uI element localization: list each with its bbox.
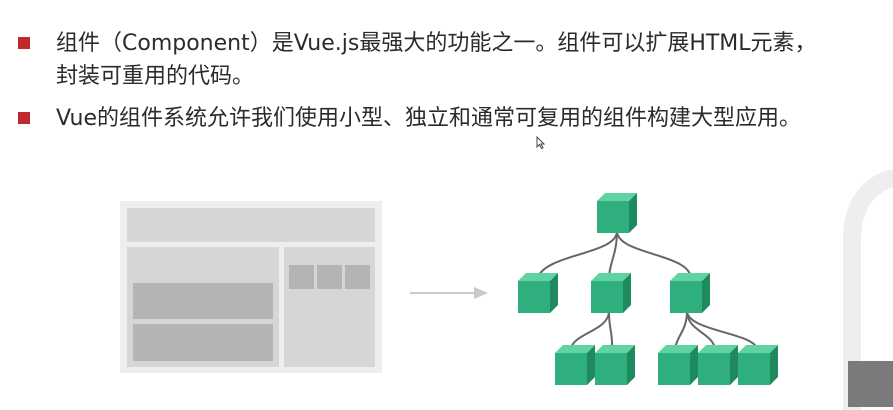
child-component-cube-icon — [670, 273, 710, 313]
leaf-component-cube-icon — [595, 345, 635, 385]
right-arrow-icon — [410, 287, 488, 299]
leaf-component-cube-icon — [555, 345, 595, 385]
tree-connectors — [536, 230, 758, 350]
square-bullet-icon — [18, 112, 30, 124]
square-bullet-icon — [18, 37, 30, 49]
leaf-component-cube-icon — [658, 345, 698, 385]
bullet-2-line-1: Vue的组件系统允许我们使用小型、独立和通常可复用的组件构建大型应用。 — [56, 106, 802, 131]
layout-content-block — [133, 283, 273, 319]
layout-sidebar-item — [317, 265, 342, 289]
component-tree-diagram — [518, 193, 778, 385]
page-layout-illustration — [120, 201, 382, 373]
child-component-cube-icon — [518, 273, 558, 313]
decorative-arc — [843, 170, 893, 410]
leaf-component-cube-icon — [738, 345, 778, 385]
bullet-1-line-1: 组件（Component）是Vue.js最强大的功能之一。组件可以扩展HTML元… — [56, 31, 817, 56]
layout-content-block — [133, 324, 273, 361]
child-component-cube-icon — [591, 273, 631, 313]
mouse-pointer-icon — [536, 136, 545, 149]
root-component-cube-icon — [597, 193, 637, 233]
bullet-text-2: Vue的组件系统允许我们使用小型、独立和通常可复用的组件构建大型应用。 — [56, 102, 801, 135]
decorative-block — [848, 361, 893, 407]
leaf-component-cube-icon — [698, 345, 738, 385]
layout-sidebar-item — [345, 265, 370, 289]
bullet-1-line-2: 封装可重用的代码。 — [56, 64, 255, 89]
layout-header-block — [127, 208, 375, 242]
bullet-text-1: 组件（Component）是Vue.js最强大的功能之一。组件可以扩展HTML元… — [56, 27, 817, 93]
layout-sidebar-item — [289, 265, 314, 289]
